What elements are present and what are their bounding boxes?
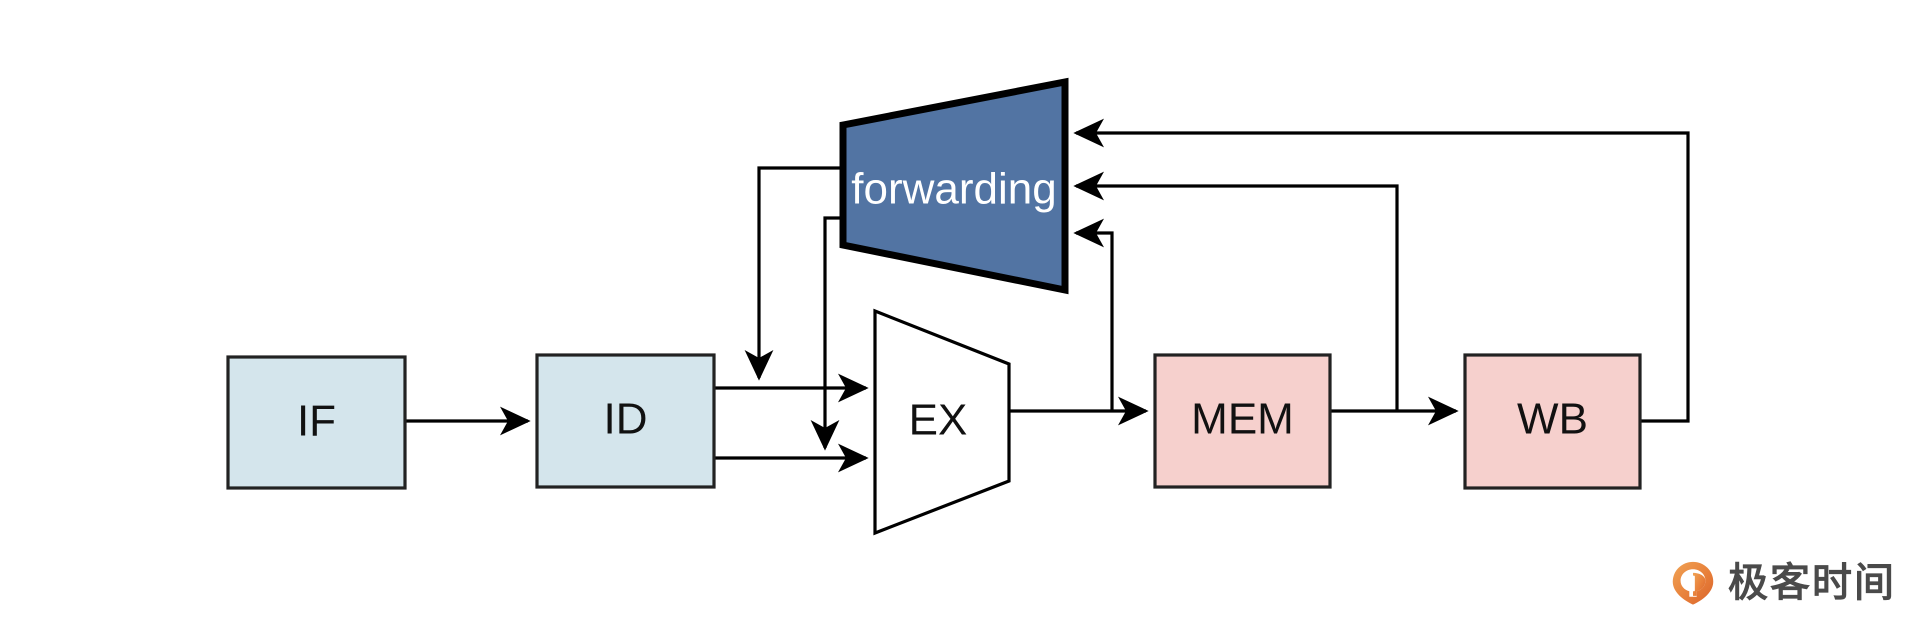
node-forwarding[interactable]: forwarding <box>839 77 1069 295</box>
if-box[interactable] <box>226 355 407 490</box>
ex-trapezoid[interactable] <box>873 308 1011 536</box>
wb-label: WB <box>1517 395 1588 444</box>
brand-name: 极客时间 <box>1728 560 1896 606</box>
edge-mem-to-forwarding <box>1073 171 1399 411</box>
edge-wb-to-forwarding <box>1073 118 1690 423</box>
node-wb[interactable]: WB <box>1463 353 1642 490</box>
mem-label: MEM <box>1191 395 1294 444</box>
geektime-logo-icon <box>1670 560 1716 606</box>
edge-forwarding-to-ex-upper <box>744 166 843 381</box>
brand-watermark: 极客时间 <box>1670 560 1896 606</box>
node-if[interactable]: IF <box>226 355 407 490</box>
node-ex[interactable]: EX <box>873 308 1011 536</box>
if-label: IF <box>297 397 336 446</box>
forwarding-trapezoid[interactable] <box>839 77 1069 295</box>
edge-ex-to-forwarding <box>1073 218 1114 411</box>
forwarding-label: forwarding <box>851 165 1056 214</box>
node-id[interactable]: ID <box>535 353 716 489</box>
wb-box[interactable] <box>1463 353 1642 490</box>
node-mem[interactable]: MEM <box>1153 353 1332 489</box>
ex-label: EX <box>909 396 968 445</box>
mem-box[interactable] <box>1153 353 1332 489</box>
edge-forwarding-to-ex-lower <box>810 216 843 451</box>
id-label: ID <box>604 395 648 444</box>
id-box[interactable] <box>535 353 716 489</box>
